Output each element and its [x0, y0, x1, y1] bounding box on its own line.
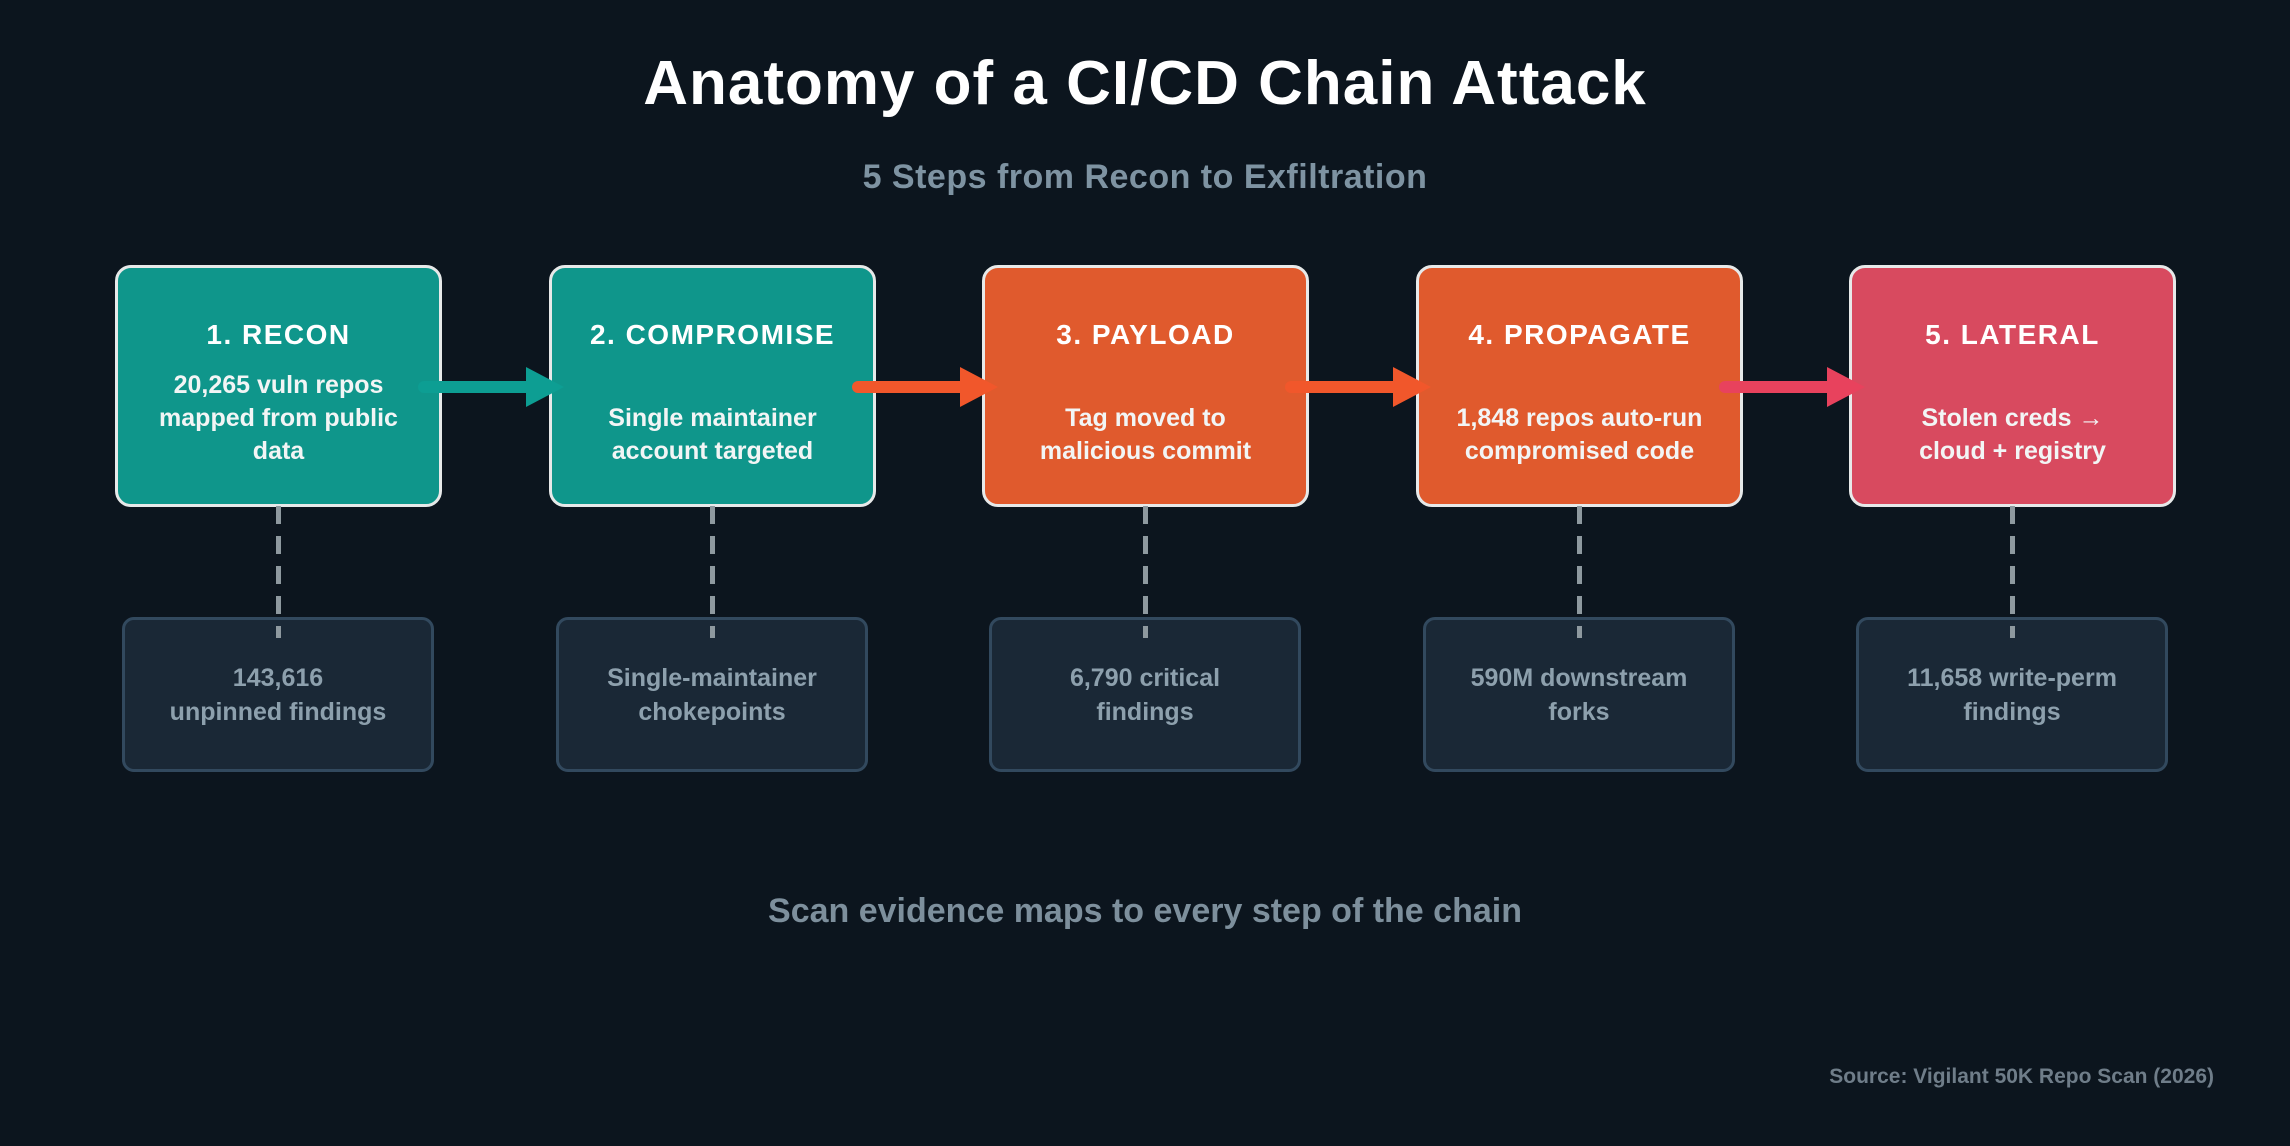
step-box-recon: 1. RECON 20,265 vuln repos mapped from p… [115, 265, 442, 507]
arrow-shaft [1719, 381, 1835, 393]
step-box-payload: 3. PAYLOAD Tag moved to malicious commit [982, 265, 1309, 507]
page-title: Anatomy of a CI/CD Chain Attack [643, 49, 1647, 118]
dashed-connector [2010, 506, 2015, 638]
arrow-shaft [852, 381, 968, 393]
flow-arrow-icon [852, 367, 1002, 407]
evidence-text: 6,790 critical findings [1070, 661, 1220, 729]
step-box-lateral: 5. LATERAL Stolen creds → cloud + regist… [1849, 265, 2176, 507]
source-note: Source: Vigilant 50K Repo Scan (2026) [1829, 1065, 2214, 1088]
evidence-box-recon: 143,616 unpinned findings [122, 617, 434, 772]
evidence-line2: findings [1963, 697, 2061, 726]
evidence-box-propagate: 590M downstream forks [1423, 617, 1735, 772]
step-description-line2: malicious commit [1039, 437, 1252, 465]
step-description: Stolen creds → cloud + registry [1919, 402, 2106, 468]
step-title: 2. COMPROMISE [589, 319, 836, 350]
evidence-line1: Single-maintainer [607, 663, 817, 692]
evidence-box-lateral: 11,658 write-perm findings [1856, 617, 2168, 772]
step-title: 1. RECON [206, 319, 351, 350]
evidence-text: 11,658 write-perm findings [1907, 661, 2117, 729]
evidence-line2: findings [1096, 697, 1194, 726]
step-description-line1: Single maintainer [608, 404, 817, 432]
step-box-propagate: 4. PROPAGATE 1,848 repos auto-run compro… [1416, 265, 1743, 507]
dashed-connector [1577, 506, 1582, 638]
tagline: Scan evidence maps to every step of the … [768, 892, 1522, 930]
evidence-line2: chokepoints [638, 697, 786, 726]
evidence-line1: 6,790 critical [1069, 663, 1221, 692]
arrow-head [526, 367, 564, 407]
step-title: 5. LATERAL [1925, 319, 2100, 350]
step-description-line1: 20,265 vuln repos [173, 371, 384, 399]
dashed-connector [710, 506, 715, 638]
evidence-line1: 143,616 [232, 663, 324, 692]
flow-arrow-icon [1285, 367, 1435, 407]
flow-arrow-icon [418, 367, 568, 407]
evidence-line2: forks [1548, 697, 1610, 726]
evidence-text: Single-maintainer chokepoints [607, 661, 817, 729]
evidence-text: 143,616 unpinned findings [170, 661, 387, 729]
step-description-line2: account targeted [611, 437, 814, 465]
step-title: 4. PROPAGATE [1468, 319, 1691, 350]
step-description-line2: mapped from public data [159, 404, 398, 465]
evidence-line2: unpinned findings [169, 697, 387, 726]
step-title: 3. PAYLOAD [1056, 319, 1235, 350]
arrow-head [960, 367, 998, 407]
page-subtitle: 5 Steps from Recon to Exfiltration [862, 158, 1428, 196]
arrow-head [1393, 367, 1431, 407]
evidence-box-payload: 6,790 critical findings [989, 617, 1301, 772]
step-box-compromise: 2. COMPROMISE Single maintainer account … [549, 265, 876, 507]
evidence-line1: 11,658 write-perm [1907, 663, 2117, 692]
step-description: 1,848 repos auto-run compromised code [1457, 402, 1703, 468]
step-description-line1: Stolen creds → [1921, 404, 2104, 432]
step-description: Tag moved to malicious commit [1040, 402, 1251, 468]
dashed-connector [1143, 506, 1148, 638]
step-description: Single maintainer account targeted [608, 402, 816, 468]
arrow-head [1827, 367, 1865, 407]
flow-arrow-icon [1719, 367, 1869, 407]
arrow-shaft [418, 381, 534, 393]
dashed-connector [276, 506, 281, 638]
step-description-line1: 1,848 repos auto-run [1456, 404, 1703, 432]
step-description-line2: compromised code [1464, 437, 1695, 465]
step-description: 20,265 vuln repos mapped from public dat… [134, 369, 423, 468]
evidence-box-compromise: Single-maintainer chokepoints [556, 617, 868, 772]
evidence-line1: 590M downstream [1470, 663, 1688, 692]
step-description-line2: cloud + registry [1919, 437, 2106, 465]
step-description-line1: Tag moved to [1065, 404, 1226, 432]
evidence-text: 590M downstream forks [1471, 661, 1688, 729]
arrow-shaft [1285, 381, 1401, 393]
